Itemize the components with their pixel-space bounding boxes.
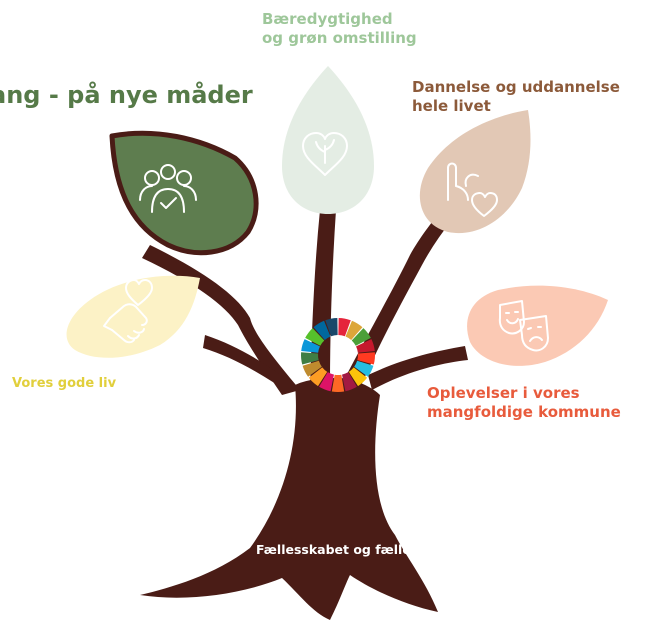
tree-trunk — [140, 210, 468, 620]
leaf-good-life — [66, 275, 200, 358]
good-life-label: Vores gode liv — [12, 376, 116, 393]
sdg-wheel-segment — [301, 352, 319, 365]
sdg-wheel-segment — [302, 360, 322, 377]
sdg-wheel-segment — [325, 318, 338, 337]
education-line-2: hele livet — [412, 97, 491, 116]
experiences-line-2: mangfoldige kommune — [427, 403, 621, 422]
sdg-wheel-segment — [301, 339, 320, 353]
leaf-sustainability — [282, 66, 374, 214]
experiences-label: Oplevelser i vores mangfoldige kommune — [427, 384, 621, 422]
sdg-wheel-segment — [357, 352, 375, 365]
sdg-wheel-segment — [351, 328, 371, 346]
main-theme-label: ang - på nye måder — [0, 80, 253, 111]
community-root-text: Fællesskabet og fællesskaber — [256, 542, 467, 557]
heart-sprout-icon — [302, 132, 348, 176]
good-life-text: Vores gode liv — [12, 376, 117, 391]
sdg-wheel-icon — [301, 318, 375, 392]
education-line-1: Dannelse og uddannelse — [412, 78, 620, 96]
leaf-experiences — [467, 285, 608, 366]
sdg-wheel-segment — [338, 318, 351, 337]
sustainability-line-1: Bæredygtighed — [262, 10, 393, 28]
sdg-wheel-segment — [348, 367, 368, 387]
people-check-icon — [139, 164, 197, 213]
hand-heart-icon — [447, 162, 498, 217]
sdg-wheel-segment — [313, 320, 331, 340]
sdg-wheel-segment — [331, 374, 345, 392]
sustainability-line-2: og grøn omstilling — [262, 29, 417, 48]
sdg-wheel-segment — [308, 367, 328, 387]
sustainability-label: Bæredygtighed og grøn omstilling — [262, 10, 417, 48]
leaf-education — [419, 110, 531, 234]
sdg-wheel-segment — [354, 360, 374, 377]
theater-masks-icon — [498, 300, 549, 352]
sdg-wheel-segment — [305, 328, 325, 346]
community-root-label: Fællesskabet og fællesskaber — [256, 542, 466, 558]
sdg-wheel-segment — [319, 372, 334, 392]
education-label: Dannelse og uddannelse hele livet — [412, 78, 620, 116]
main-theme-text: ang - på nye måder — [0, 81, 253, 109]
experiences-line-1: Oplevelser i vores — [427, 384, 580, 402]
sdg-wheel-segment — [345, 320, 363, 340]
sdg-wheel-segment — [342, 372, 357, 392]
handshake-heart-icon — [103, 279, 153, 344]
leaf-community — [109, 130, 259, 256]
sdg-wheel-segment — [356, 339, 375, 353]
